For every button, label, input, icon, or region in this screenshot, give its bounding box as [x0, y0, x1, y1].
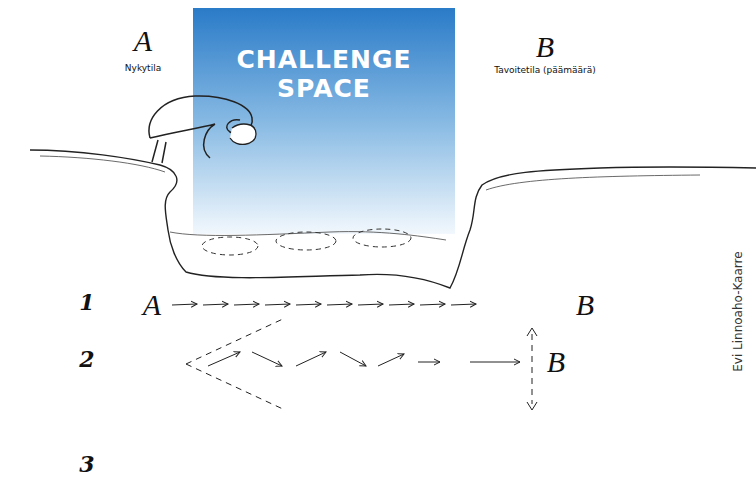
author-credit: Evi Linnoaho-Kaarre [731, 252, 744, 372]
state-letter: A [134, 24, 152, 57]
state-letter: B [536, 30, 554, 63]
state-letter: B [547, 345, 565, 378]
path-arrows-1 [172, 304, 476, 305]
callout-number: 1 [79, 290, 94, 314]
state-caption: Tavoitetila (päämäärä) [494, 66, 596, 76]
cliff-outline [30, 150, 756, 288]
state-caption: Nykytila [125, 64, 161, 74]
figure-head [230, 124, 256, 144]
stepping-stone [276, 232, 336, 250]
callout-number: 2 [79, 347, 94, 371]
state-letter: A [143, 288, 161, 321]
challenge-space-box: CHALLENGE SPACE [193, 8, 455, 234]
stepping-stone [202, 237, 258, 255]
state-letter: B [576, 288, 594, 321]
cliff-sketch-line [40, 156, 700, 240]
path-arrows-2 [186, 318, 537, 410]
challenge-title: CHALLENGE SPACE [234, 46, 414, 104]
stepping-stone [353, 229, 411, 247]
callout-number: 3 [79, 452, 94, 476]
